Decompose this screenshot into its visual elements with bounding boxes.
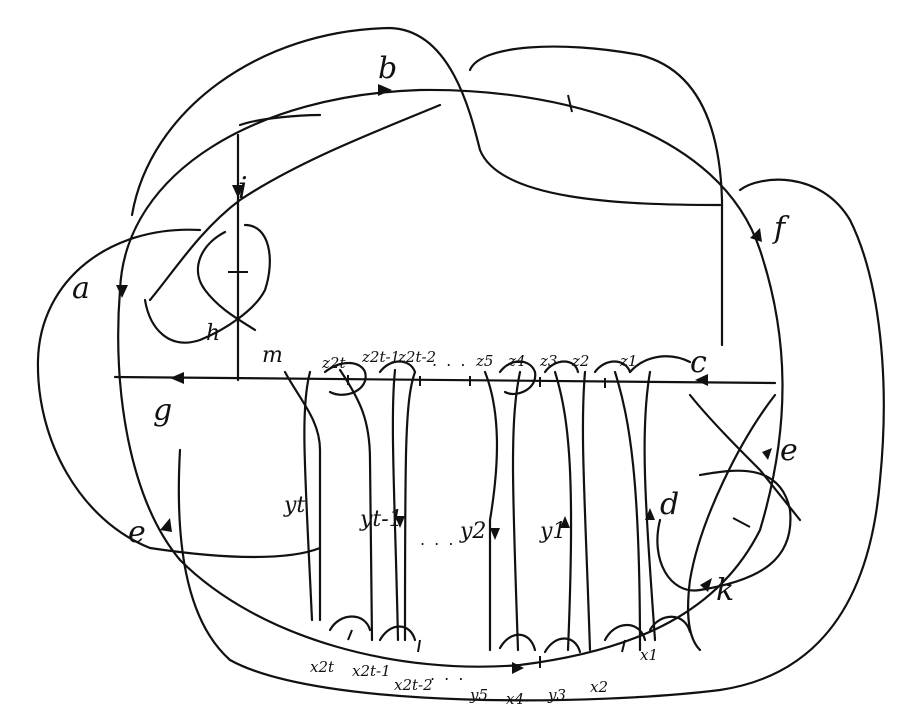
- bottom-twists: [330, 617, 690, 653]
- twist-strands: [285, 370, 655, 650]
- label-c: c: [690, 345, 707, 380]
- label-h: h: [206, 321, 220, 346]
- label-e-right: e: [780, 433, 798, 468]
- label-z2: z2: [571, 352, 589, 370]
- label-x4: x4: [506, 690, 524, 708]
- top-ellipsis: . . .: [432, 351, 467, 370]
- outer-loop-top: [132, 28, 720, 215]
- label-b: b: [378, 51, 397, 86]
- label-x2: x2: [590, 678, 608, 696]
- label-g: g: [153, 393, 172, 428]
- label-f: f: [772, 211, 790, 246]
- label-x2t-1: x2t-1: [352, 662, 391, 680]
- strand-h-loop2: [198, 232, 255, 330]
- horizontal-line: [115, 377, 775, 383]
- label-z1: z1: [619, 352, 637, 370]
- label-yt: yt: [283, 493, 305, 518]
- label-d: d: [660, 487, 679, 522]
- label-z5: z5: [475, 352, 493, 370]
- strand-h-loop: [240, 115, 320, 125]
- label-e-left: e: [128, 515, 146, 550]
- label-z2t-1: z2t-1: [361, 348, 400, 366]
- label-y5: y5: [469, 686, 488, 704]
- label-y1: y1: [539, 519, 566, 544]
- label-z4: z4: [507, 352, 525, 370]
- outer-loop-bottom: [179, 180, 884, 701]
- strand-b-to-h: [150, 105, 440, 300]
- bottom-ellipsis: . . .: [430, 665, 465, 684]
- label-x2t: x2t: [310, 658, 335, 676]
- label-z3: z3: [539, 352, 557, 370]
- label-m: m: [262, 343, 283, 368]
- label-z2t: z2t: [321, 354, 346, 372]
- label-x1: x1: [640, 646, 658, 664]
- label-z2t-2: z2t-2: [397, 348, 436, 366]
- label-x2t-2: x2t-2: [394, 676, 433, 694]
- label-y3: y3: [547, 686, 566, 704]
- label-k: k: [716, 573, 734, 608]
- label-y2: y2: [459, 519, 486, 544]
- label-yt-1: yt-1: [359, 507, 403, 532]
- label-i: i: [238, 171, 248, 206]
- middle-ellipsis: . . .: [420, 530, 455, 549]
- outer-loop-top-right: [470, 47, 722, 345]
- label-a: a: [72, 271, 90, 306]
